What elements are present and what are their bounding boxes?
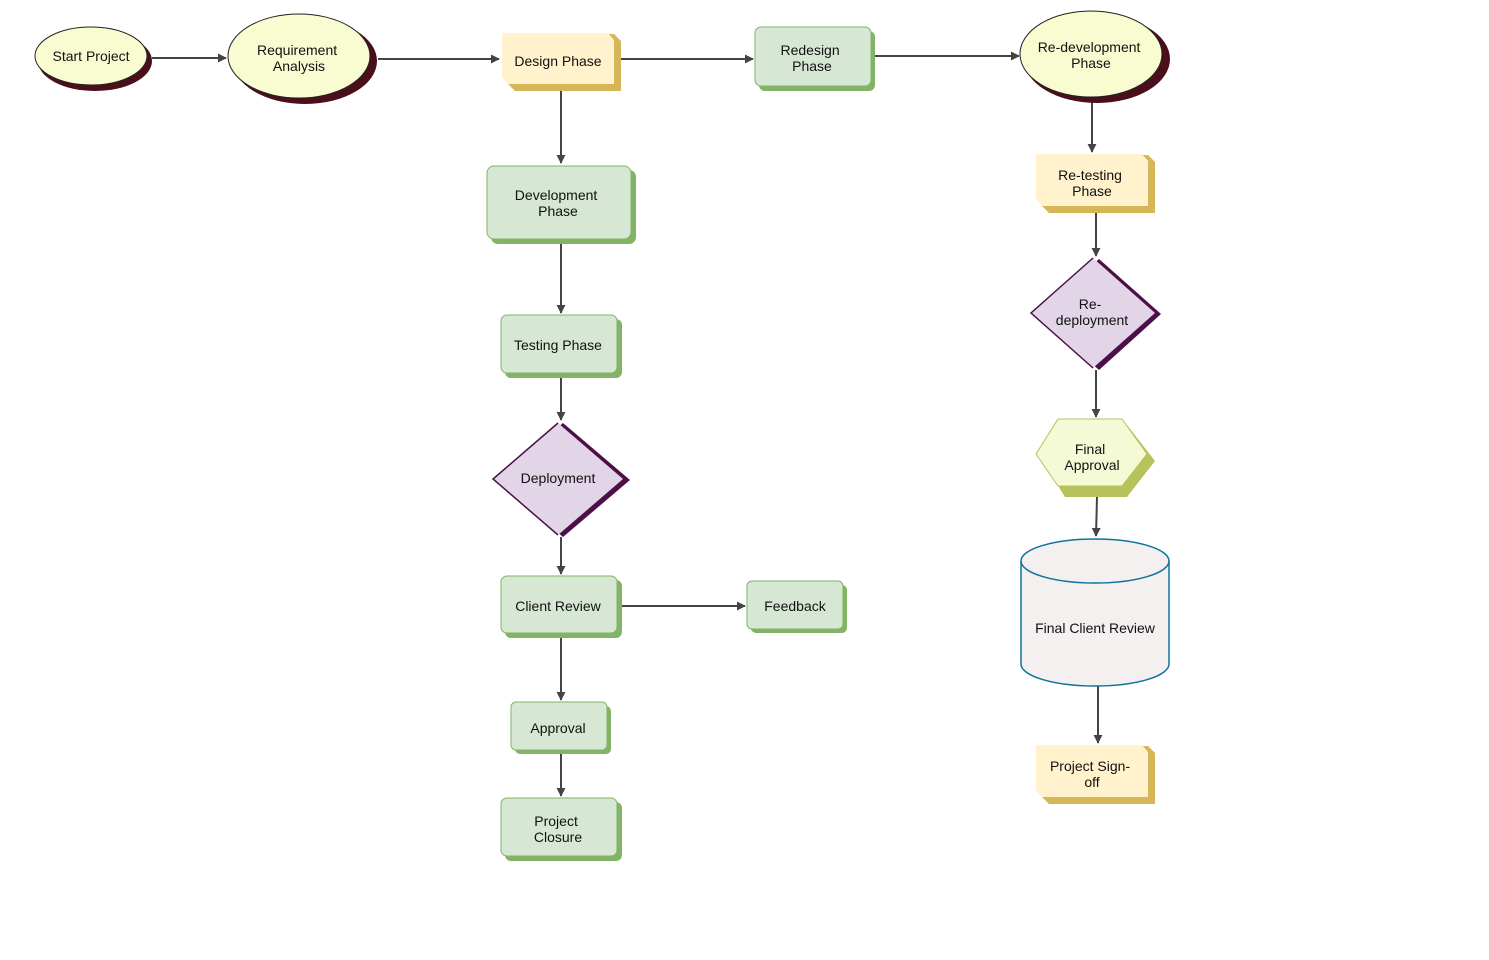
node-label: Client Review (515, 598, 601, 614)
edges-layer (152, 51, 1103, 797)
node-shape (510, 701, 608, 751)
node-label-line: Start Project (52, 48, 129, 64)
node-label-line: off (1084, 774, 1099, 790)
node-label: Redesign Phase (780, 42, 843, 74)
node-label: Approval (530, 720, 585, 736)
node-approval[interactable]: Approval (510, 701, 611, 754)
node-label: Re-testing Phase (1058, 167, 1126, 199)
node-label-line: Project (534, 813, 578, 829)
node-feedback[interactable]: Feedback (746, 580, 847, 633)
node-label-line: Final (1075, 441, 1105, 457)
node-redeployment[interactable]: Re- deployment (1029, 257, 1161, 370)
node-shape (500, 797, 618, 857)
node-label: Final Approval (1064, 441, 1119, 473)
node-label-line: Phase (792, 58, 832, 74)
node-label-line: Phase (1072, 183, 1112, 199)
node-shape (1036, 745, 1148, 797)
node-label-line: Phase (538, 203, 578, 219)
node-label: Re- deployment (1056, 296, 1128, 328)
node-label-line: Re-development (1038, 39, 1141, 55)
node-label-line: Redesign (780, 42, 839, 58)
node-final-approval[interactable]: Final Approval (1035, 418, 1155, 497)
node-development-phase[interactable]: Development Phase (486, 165, 636, 244)
node-shape (754, 26, 872, 87)
node-shape (502, 33, 614, 84)
node-label-line: Testing Phase (514, 337, 602, 353)
node-label-line: Closure (534, 829, 582, 845)
node-project-closure[interactable]: Project Closure (500, 797, 622, 861)
node-shape (34, 26, 148, 86)
node-label-line: Approval (530, 720, 585, 736)
node-label: Testing Phase (514, 337, 602, 353)
node-shape (486, 165, 632, 240)
node-label-line: Deployment (521, 470, 596, 486)
node-project-signoff[interactable]: Project Sign- off (1036, 745, 1155, 804)
node-label-line: Client Review (515, 598, 601, 614)
node-final-client-review[interactable]: Final Client Review (1020, 538, 1170, 687)
node-label-line: Approval (1064, 457, 1119, 473)
node-top-rim (1020, 560, 1170, 584)
node-label: Start Project (52, 48, 129, 64)
node-shape (1035, 418, 1148, 487)
node-label-line: Requirement (257, 42, 337, 58)
node-client-review[interactable]: Client Review (500, 575, 622, 638)
node-label: Project Sign- off (1050, 758, 1134, 790)
node-label-line: deployment (1056, 312, 1128, 328)
node-shape (1019, 10, 1163, 98)
node-shape (1020, 538, 1170, 687)
node-start-project[interactable]: Start Project (34, 26, 152, 91)
node-label: Design Phase (514, 53, 601, 69)
node-label-line: Feedback (764, 598, 826, 614)
node-label: Project Closure (534, 813, 582, 845)
node-label-line: Development (515, 187, 598, 203)
node-outline (1029, 257, 1094, 369)
node-label-line: Phase (1071, 55, 1111, 71)
node-shape (227, 13, 371, 99)
node-label: Development Phase (515, 187, 601, 219)
node-testing-phase[interactable]: Testing Phase (500, 314, 622, 378)
node-redevelopment-phase[interactable]: Re-development Phase (1019, 10, 1170, 103)
node-design-phase[interactable]: Design Phase (502, 33, 621, 91)
node-label-line: Re-testing (1058, 167, 1122, 183)
node-label-line: Final Client Review (1035, 620, 1156, 636)
node-deployment[interactable]: Deployment (491, 422, 630, 537)
node-outline (491, 422, 559, 536)
node-shape (1036, 154, 1148, 206)
node-label: Re-development Phase (1038, 39, 1145, 71)
node-shape (746, 580, 844, 630)
node-label-line: Re- (1079, 296, 1102, 312)
node-label: Feedback (764, 598, 826, 614)
node-label-line: Analysis (273, 58, 325, 74)
node-label-line: Design Phase (514, 53, 601, 69)
edge-final-approval-to-final-client-review (1091, 496, 1101, 537)
node-label: Deployment (521, 470, 596, 486)
node-label-line: Project Sign- (1050, 758, 1130, 774)
node-shape (500, 314, 618, 374)
node-label: Final Client Review (1035, 620, 1156, 636)
node-label: Requirement Analysis (257, 42, 341, 74)
node-retesting-phase[interactable]: Re-testing Phase (1036, 154, 1155, 213)
node-requirement-analysis[interactable]: Requirement Analysis (227, 13, 377, 104)
node-shape (500, 575, 618, 634)
node-redesign-phase[interactable]: Redesign Phase (754, 26, 875, 91)
